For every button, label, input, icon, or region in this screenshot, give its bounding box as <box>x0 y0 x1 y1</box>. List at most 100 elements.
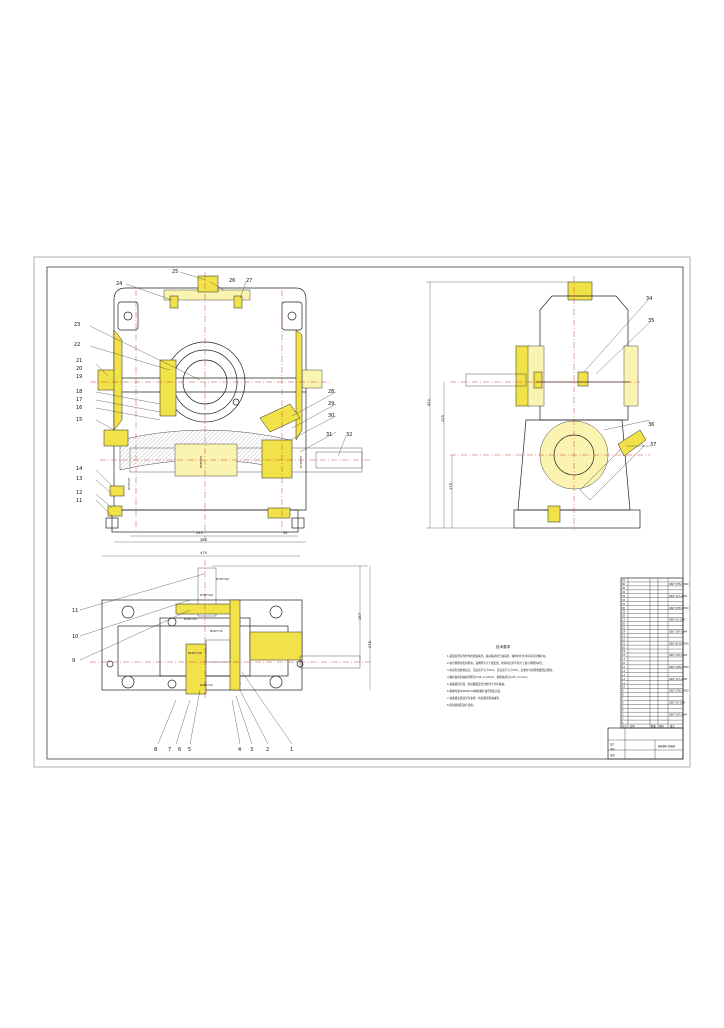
parts-row-number: 16 <box>622 662 626 665</box>
parts-footer-heading: 序号 <box>622 724 627 728</box>
label-4: 4 <box>238 747 241 753</box>
label-7: 7 <box>168 747 171 753</box>
label-34: 34 <box>646 296 652 302</box>
parts-row-number: 14 <box>622 670 626 673</box>
parts-row-standard: GB/T 6170-2000 <box>669 642 689 645</box>
outer-border <box>33 256 691 768</box>
side-view <box>426 276 650 530</box>
parts-row-number: 17 <box>622 658 626 661</box>
parts-row-standard: GB/T 276-1994 <box>669 654 688 657</box>
parts-row-number: 6 <box>622 702 624 705</box>
parts-row-standard: GB/T 93-1987 <box>669 619 686 622</box>
parts-row-number: 21 <box>622 642 626 645</box>
label-21: 21 <box>76 358 82 364</box>
fit-top-3: Φ52H7/r6 <box>210 629 223 633</box>
parts-footer-heading: 备注 <box>670 724 675 728</box>
parts-row-number: 25 <box>622 627 626 630</box>
label-6: 6 <box>178 747 181 753</box>
parts-row-number: 9 <box>622 690 624 693</box>
note-line: 1.装配前所有零件均用煤油清洗，滚动轴承用汽油清洗，箱体内不允许有任何杂物存在。 <box>447 654 548 658</box>
note-line: 4.蜗杆轴承的轴向间隙为0.04~0.07mm，蜗轮轴承为0.05~0.1mm。 <box>447 675 529 679</box>
parts-row-number: 30 <box>622 607 626 610</box>
notes-title: 技术要求 <box>496 644 511 649</box>
parts-row-standard: GB/T 117-2000 <box>669 678 688 681</box>
leaders <box>79 271 651 745</box>
parts-row-number: 18 <box>622 654 626 657</box>
parts-row-number: 15 <box>622 666 626 669</box>
fit-top-5: Φ52H7/m6 <box>188 651 202 655</box>
label-20: 20 <box>76 366 82 372</box>
label-14: 14 <box>76 466 82 472</box>
label-18: 18 <box>76 389 82 395</box>
label-2: 2 <box>266 747 269 753</box>
note-line: 6.箱体内装SH0094-91蜗轮蜗杆油至规定高度。 <box>447 689 503 693</box>
fit-top-6: Φ40H7/r6 <box>200 683 213 687</box>
fit-top-7: Φ35H7/k6 <box>216 577 229 581</box>
parts-row-number: 2 <box>622 717 624 720</box>
dim-side-height-lower: 175 <box>449 483 453 490</box>
technical-notes: 技术要求 1.装配前所有零件均用煤油清洗，滚动轴承用汽油清洗，箱体内不允许有任何… <box>447 644 554 707</box>
label-17: 17 <box>76 397 82 403</box>
parts-row-number: 8 <box>622 694 624 697</box>
parts-row-standard: GB/T 5782-2000 <box>669 666 689 669</box>
note-line: 3.用涂色法检验斑点，沿齿高不小于55%，沿齿长不小于50%，必要时可用研磨或刮… <box>447 668 554 672</box>
parts-row-number: 37 <box>622 579 626 582</box>
parts-row-number: 22 <box>622 638 626 641</box>
label-1: 1 <box>290 747 293 753</box>
parts-row-number: 36 <box>622 583 626 586</box>
parts-row-number: 3 <box>622 713 624 716</box>
label-5: 5 <box>188 747 191 753</box>
parts-row-number: 26 <box>622 623 626 626</box>
parts-row-number: 20 <box>622 646 626 649</box>
note-line: 8.按试验规程进行试验。 <box>447 703 475 707</box>
sign-design: 设计 <box>610 742 615 746</box>
fit-top-1: Φ35H7/k6 <box>200 593 213 597</box>
label-32: 32 <box>346 432 352 438</box>
note-line: 7.减速器表面涂灰色油漆，内表面涂耐油油漆。 <box>447 696 501 700</box>
dim-side-height-upper: 225 <box>441 415 445 422</box>
label-19: 19 <box>76 374 82 380</box>
breather-cap <box>567 281 593 301</box>
parts-row-number: 35 <box>622 587 626 590</box>
label-15: 15 <box>76 417 82 423</box>
label-24: 24 <box>116 281 122 287</box>
parts-row-standard: GB/T 5782-2000 <box>669 583 689 586</box>
label-10: 10 <box>72 634 78 640</box>
label-16: 16 <box>76 405 82 411</box>
parts-row-number: 28 <box>622 615 626 618</box>
parts-row-number: 31 <box>622 603 626 606</box>
label-11-top: 11 <box>72 608 78 614</box>
parts-row-standard: GB/T 297-1994 <box>669 713 688 716</box>
parts-row-number: 34 <box>622 591 626 594</box>
dim-front-width-1: 240 <box>196 531 204 535</box>
dim-top-total: 479 <box>200 551 208 555</box>
label-29: 29 <box>328 401 334 407</box>
dim-side-height-total: 420 <box>427 398 431 406</box>
label-11-front: 11 <box>76 498 82 504</box>
parts-row-standard: GB/T 297-1994 <box>669 630 688 633</box>
dim-front-side-small: 34 <box>283 531 288 535</box>
parts-row-number: 13 <box>622 674 626 677</box>
label-3: 3 <box>250 747 253 753</box>
parts-row-number: 4 <box>622 709 624 712</box>
parts-row-number: 23 <box>622 634 626 637</box>
dim-front-width-2: 388 <box>200 538 208 542</box>
label-23: 23 <box>74 322 80 328</box>
parts-row-standard: GB/T 93-1987 <box>669 702 686 705</box>
label-12: 12 <box>76 490 82 496</box>
sign-approve: 批准 <box>610 753 615 757</box>
label-9: 9 <box>72 658 75 664</box>
drawing-name: 蜗轮蜗杆减速器 <box>658 744 675 748</box>
parts-row-number: 12 <box>622 678 626 681</box>
sign-review: 审核 <box>610 747 615 751</box>
parts-row-number: 33 <box>622 595 626 598</box>
note-line: 5.减速器剖分面、各接触面及密封处均不允许漏油。 <box>447 682 507 686</box>
parts-footer-heading: 名称 <box>630 724 635 728</box>
label-28: 28 <box>328 389 334 395</box>
fit-front-c: Φ47H7/f7 <box>127 477 131 490</box>
vent-plug <box>197 275 219 293</box>
note-line: 2.啮合侧隙用铅丝检验，其侧隙不小于规定值，检验时铅丝不得大于最小侧隙的4倍。 <box>447 661 545 665</box>
